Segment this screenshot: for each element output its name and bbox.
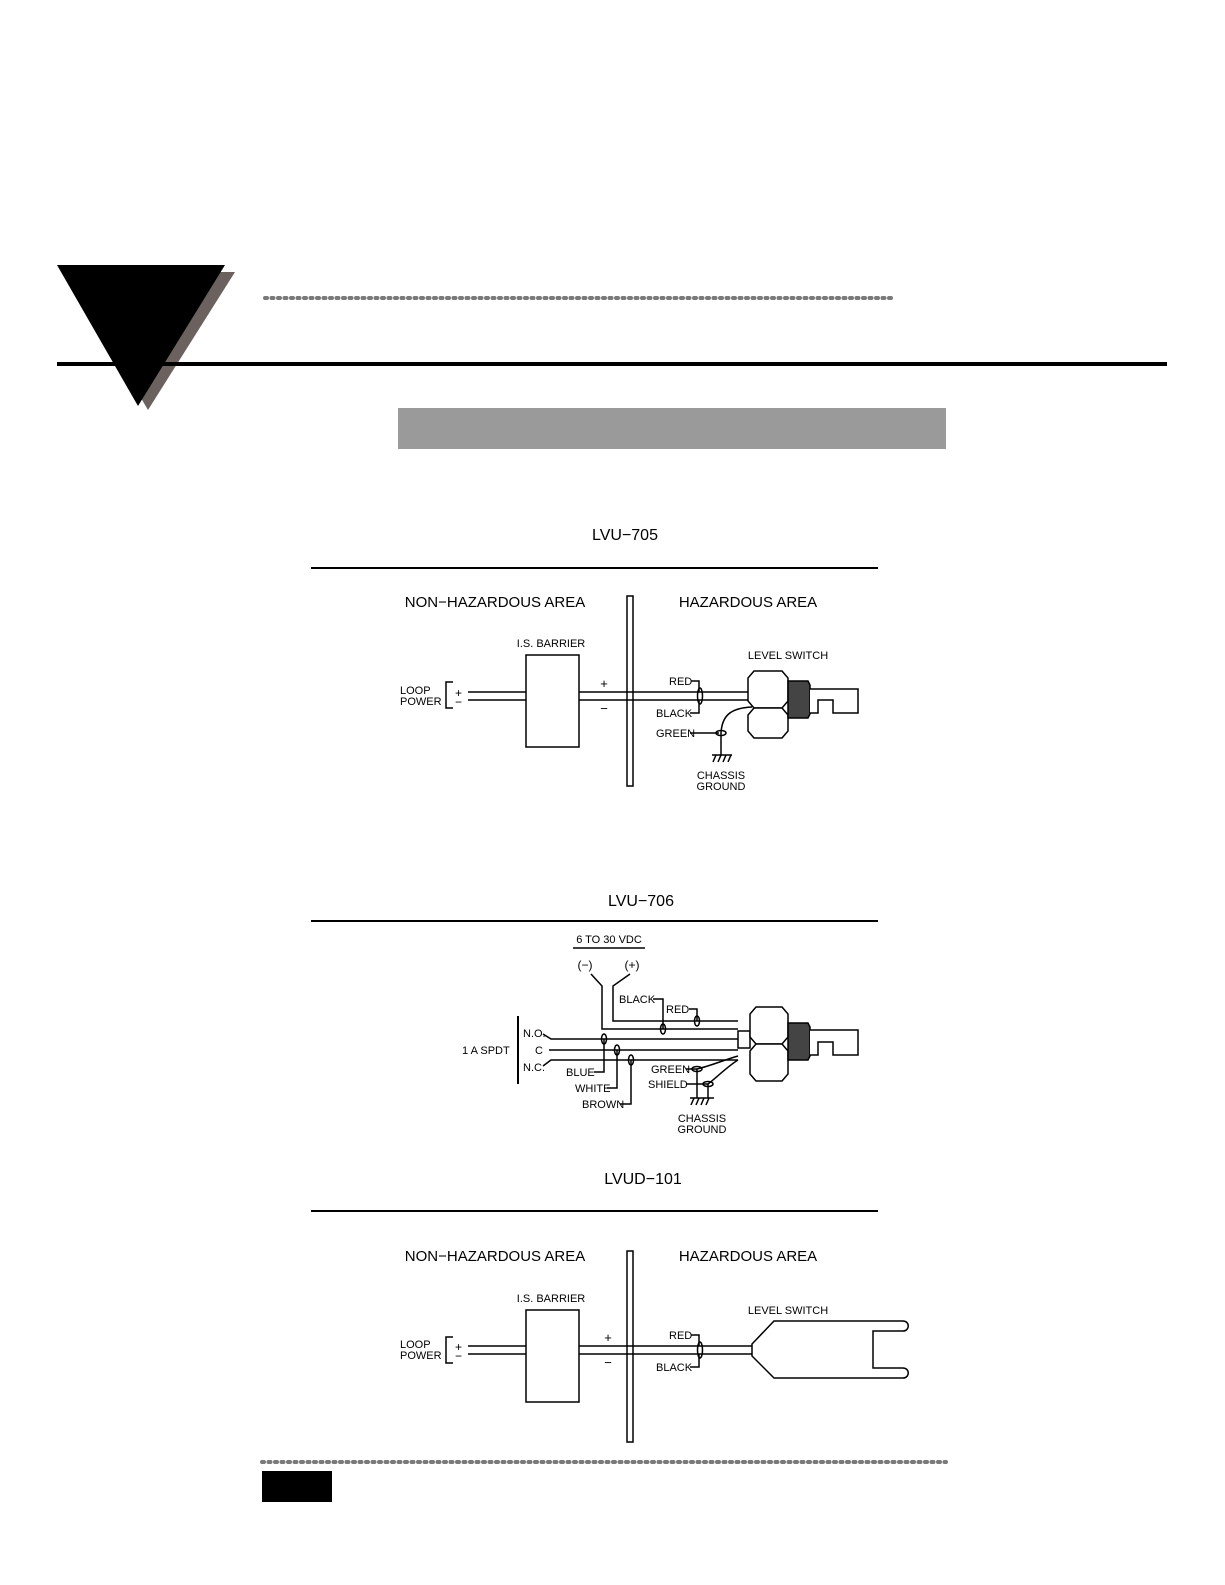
ground-label-1: CHASSIS — [697, 770, 745, 782]
wire-label-red: RED — [666, 1004, 689, 1016]
leader-black — [653, 998, 664, 1029]
wire-label-black: BLACK — [656, 1362, 693, 1374]
header-decoration — [57, 265, 1167, 449]
supply-negative: (−) — [578, 958, 593, 972]
non-hazardous-area-label: NON−HAZARDOUS AREA — [405, 1248, 585, 1265]
diagram-lvud-101: LVUD−101 NON−HAZARDOUS AREA HAZARDOUS AR… — [311, 1171, 909, 1443]
barrier-minus: − — [604, 1355, 612, 1370]
ground-label-2: GROUND — [697, 781, 746, 793]
is-barrier-box — [525, 1309, 580, 1403]
twist-mark-power — [659, 1023, 667, 1035]
chassis-ground-icon — [690, 1097, 714, 1106]
supply-positive: (+) — [625, 958, 640, 972]
barrier-label: I.S. BARRIER — [517, 638, 586, 650]
chassis-ground-icon — [712, 754, 732, 763]
device-label: LEVEL SWITCH — [748, 1305, 828, 1317]
contact-no: N.O. — [523, 1028, 546, 1040]
level-switch-icon — [737, 1006, 859, 1082]
leader-blue — [594, 1039, 605, 1073]
wire-positive — [612, 973, 738, 1022]
footer — [260, 1460, 948, 1502]
area-divider-wall — [626, 595, 634, 787]
header-rule — [57, 362, 1167, 366]
wire-negative — [590, 973, 738, 1030]
wire-label-blue: BLUE — [566, 1067, 595, 1079]
contact-c: C — [535, 1045, 543, 1057]
barrier-label: I.S. BARRIER — [517, 1293, 586, 1305]
diagram-title: LVU−705 — [592, 527, 658, 544]
diagram-title: LVU−706 — [608, 893, 674, 910]
loop-minus: − — [455, 1349, 462, 1363]
wire-label-red: RED — [669, 676, 692, 688]
wire-twist-mark — [696, 687, 704, 705]
loop-power-label-2: POWER — [400, 696, 442, 708]
diagram-lvu-705: LVU−705 NON−HAZARDOUS AREA HAZARDOUS ARE… — [311, 527, 878, 793]
loop-minus: − — [455, 695, 462, 709]
wire-blue — [542, 1033, 738, 1040]
barrier-minus: − — [600, 701, 608, 716]
twist-mark-red — [693, 1015, 701, 1027]
page-number-block — [262, 1471, 332, 1502]
section-banner — [398, 408, 946, 449]
triangle-icon — [57, 265, 225, 406]
loop-power-label-2: POWER — [400, 1350, 442, 1362]
wire-shield — [707, 1059, 739, 1085]
non-hazardous-area-label: NON−HAZARDOUS AREA — [405, 594, 585, 611]
leader-brown — [620, 1060, 632, 1105]
hazardous-area-label: HAZARDOUS AREA — [679, 1248, 817, 1265]
device-label: LEVEL SWITCH — [748, 650, 828, 662]
loop-power-label-1: LOOP — [400, 685, 431, 697]
loop-power-bracket — [445, 1336, 453, 1364]
wire-twist-mark — [696, 1341, 704, 1359]
ground-label-2: GROUND — [678, 1124, 727, 1136]
supply-label: 6 TO 30 VDC — [576, 934, 642, 946]
barrier-plus: + — [600, 676, 608, 691]
wire-label-black: BLACK — [619, 994, 656, 1006]
leader-red — [689, 1008, 698, 1021]
wire-label-red: RED — [669, 1330, 692, 1342]
wire-label-black: BLACK — [656, 708, 693, 720]
wire-label-green: GREEN — [651, 1064, 690, 1076]
barrier-plus: + — [604, 1330, 612, 1345]
relay-label: 1 A SPDT — [462, 1045, 510, 1057]
is-barrier-box — [525, 654, 580, 748]
contact-nc: N.C. — [523, 1062, 545, 1074]
wire-label-shield: SHIELD — [648, 1079, 688, 1091]
hazardous-area-label: HAZARDOUS AREA — [679, 594, 817, 611]
loop-power-bracket — [445, 681, 453, 709]
diagram-lvu-706: LVU−706 6 TO 30 VDC (−) (+) BLACK RED 1 … — [311, 893, 878, 1136]
wire-brown — [542, 1059, 738, 1067]
diagram-title: LVUD−101 — [604, 1171, 682, 1188]
wire-label-green: GREEN — [656, 728, 695, 740]
wire-label-brown: BROWN — [582, 1099, 624, 1111]
leader-white — [607, 1050, 618, 1089]
loop-power-label-1: LOOP — [400, 1339, 431, 1351]
wire-green — [696, 1055, 739, 1070]
loop-plus: + — [455, 686, 462, 700]
wire-label-white: WHITE — [575, 1083, 610, 1095]
loop-plus: + — [455, 1340, 462, 1354]
level-switch-icon — [747, 670, 859, 739]
shield-drain-wire — [720, 706, 753, 734]
level-switch-icon — [751, 1320, 909, 1379]
ground-label-1: CHASSIS — [678, 1113, 726, 1125]
